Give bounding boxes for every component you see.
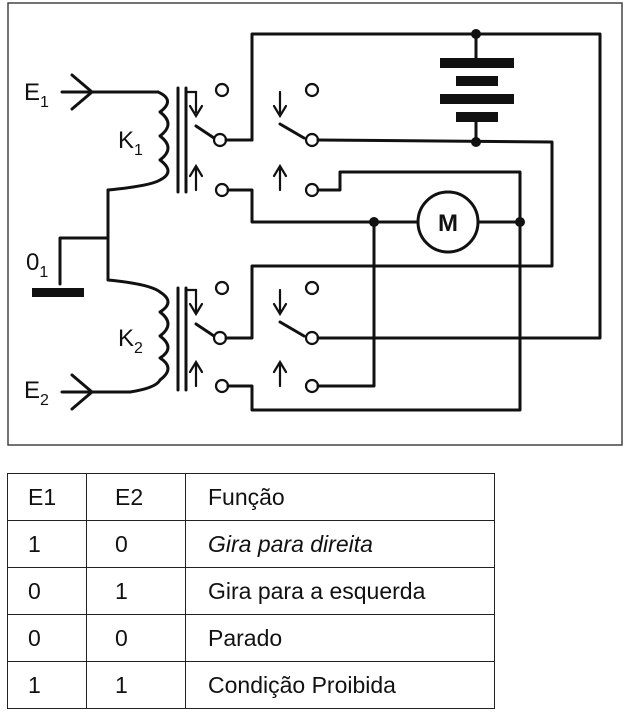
table-row: 0 0 Parado bbox=[7, 614, 495, 662]
battery-plate-1 bbox=[440, 58, 514, 68]
relay-motor-circuit-diagram: M E1 K1 01 K2 E2 bbox=[7, 2, 623, 446]
cell-e2: 1 bbox=[86, 661, 186, 709]
label-e1: E1 bbox=[24, 79, 49, 111]
cell-funcao: Gira para a esquerda bbox=[185, 567, 495, 615]
k1-contact1-blade bbox=[194, 124, 216, 140]
wire-k1c2-no-to-motor-right bbox=[316, 170, 522, 224]
wire-motor-left-to-k2c2-no bbox=[316, 220, 376, 388]
label-k2: K2 bbox=[118, 325, 143, 357]
cell-e1: 0 bbox=[7, 567, 87, 615]
cell-e2: 0 bbox=[86, 520, 186, 568]
k1-contact2-blade bbox=[278, 122, 306, 140]
k1-contact2-nc-terminal bbox=[304, 82, 320, 98]
k1-contact1-common-terminal bbox=[212, 132, 228, 148]
k1-contact1-nc-terminal bbox=[214, 82, 230, 98]
table-header-row: E1 E2 Função bbox=[7, 473, 495, 521]
cell-e2: 1 bbox=[86, 567, 186, 615]
wire-battery-top-to-right bbox=[250, 32, 602, 340]
k2-contact2-common-terminal bbox=[304, 330, 320, 346]
coil-k1 bbox=[106, 90, 170, 192]
k2-contact1-common-terminal bbox=[212, 330, 228, 346]
k1-contact2-up-arrow bbox=[272, 163, 288, 192]
motor-label: M bbox=[438, 210, 458, 237]
ground-bar bbox=[32, 288, 84, 297]
header-funcao: Função bbox=[185, 473, 495, 521]
coil-k2 bbox=[128, 290, 170, 394]
label-e2: E2 bbox=[24, 377, 49, 409]
cell-e1: 1 bbox=[7, 661, 87, 709]
k2-contact2-no-terminal bbox=[304, 378, 320, 394]
k1-contact1-arrow bbox=[184, 90, 204, 119]
battery-plate-2 bbox=[456, 76, 498, 86]
wire-k1c1-no-to-motor bbox=[226, 188, 376, 224]
k2-contact1-arrow bbox=[184, 288, 204, 317]
ground-wire bbox=[58, 236, 110, 286]
k2-contact2-up-arrow bbox=[272, 359, 288, 388]
wire-motor-right-to-k2c1-no bbox=[226, 220, 522, 412]
table-row: 1 0 Gira para direita bbox=[7, 520, 495, 568]
truth-table: E1 E2 Função 1 0 Gira para direita 0 1 G… bbox=[7, 473, 495, 709]
table-row: 0 1 Gira para a esquerda bbox=[7, 567, 495, 615]
k1-contact2-no-terminal bbox=[304, 182, 320, 198]
header-e1: E1 bbox=[7, 473, 87, 521]
cell-funcao: Parado bbox=[185, 614, 495, 662]
cell-e2: 0 bbox=[86, 614, 186, 662]
k2-contact2-blade bbox=[278, 320, 306, 338]
common-line bbox=[106, 188, 162, 294]
k1-contact2-arrow bbox=[272, 90, 288, 119]
battery-plate-4 bbox=[456, 112, 498, 122]
cell-e1: 1 bbox=[7, 520, 87, 568]
diagram-frame bbox=[7, 2, 623, 446]
k1-contact1-up-arrow bbox=[188, 163, 204, 192]
label-k1: K1 bbox=[118, 127, 143, 159]
label-zero: 01 bbox=[26, 249, 48, 281]
k1-contact2-common-terminal bbox=[304, 132, 320, 148]
k2-contact2-arrow bbox=[272, 288, 288, 317]
k2-contact1-up-arrow bbox=[188, 359, 204, 388]
header-e2: E2 bbox=[86, 473, 186, 521]
table-row: 1 1 Condição Proibida bbox=[7, 661, 495, 709]
k2-contact1-nc-terminal bbox=[214, 280, 230, 296]
battery-plate-3 bbox=[440, 94, 514, 104]
wire-battery-bottom-loop bbox=[224, 138, 554, 340]
k2-contact2-nc-terminal bbox=[304, 280, 320, 296]
cell-funcao: Condição Proibida bbox=[185, 661, 495, 709]
k2-contact1-blade bbox=[194, 322, 216, 338]
cell-funcao: Gira para direita bbox=[185, 520, 495, 568]
k2-contact1-no-terminal bbox=[214, 378, 230, 394]
cell-e1: 0 bbox=[7, 614, 87, 662]
k1-contact1-no-terminal bbox=[214, 182, 230, 198]
